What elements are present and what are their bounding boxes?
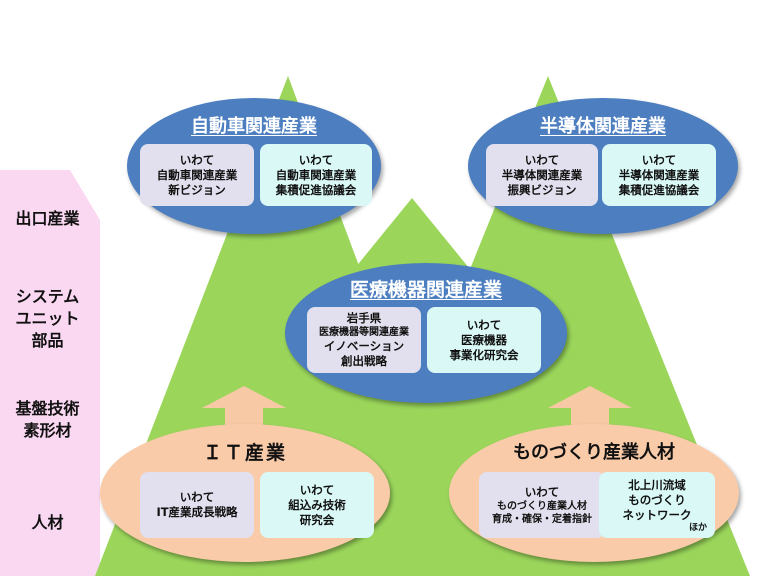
cluster-it-title: ＩＴ産業 [202,442,287,464]
cluster-medical-ellipse: 医療機器関連産業 岩手県 医療機器等関連産業 イノベーション 創出戦略 いわて … [285,263,567,403]
cluster-medical-strategy-box: 岩手県 医療機器等関連産業 イノベーション 創出戦略 [307,307,421,373]
cluster-medical-research-box: いわて 医療機器 事業化研究会 [427,307,541,373]
cluster-monozukuri-title: ものづくり産業人材 [513,442,675,463]
cluster-auto-council-box: いわて 自動車関連産業 集積促進協議会 [260,144,372,206]
cluster-monozukuri-network-box: 北上川流域 ものづくり ネットワーク ほか [599,472,715,538]
cluster-auto-title: 自動車関連産業 [191,116,317,137]
side-label-system-unit-parts: システム ユニット 部品 [15,287,80,350]
cluster-it-ellipse: ＩＴ産業 いわて IT産業成長戦略 いわて 組込み技術 研究会 [100,424,390,562]
cluster-auto-ellipse: 自動車関連産業 いわて 自動車関連産業 新ビジョン いわて 自動車関連産業 集積… [127,98,381,234]
cluster-auto-vision-box: いわて 自動車関連産業 新ビジョン [140,144,254,206]
cluster-it-embedded-box: いわて 組込み技術 研究会 [260,472,374,538]
side-label-base-technology: 基盤技術 素形材 [15,399,80,440]
cluster-monozukuri-guideline-box: いわて ものづくり産業人材 育成・確保・定着指針 [479,472,605,538]
cluster-monozukuri-ellipse: ものづくり産業人材 いわて ものづくり産業人材 育成・確保・定着指針 北上川流域… [449,424,739,562]
cluster-semi-vision-box: いわて 半導体関連産業 振興ビジョン [486,144,598,206]
cluster-it-strategy-box: いわて IT産業成長戦略 [140,472,254,538]
cluster-semi-council-box: いわて 半導体関連産業 集積促進協議会 [602,144,716,206]
side-label-human-resources: 人材 [31,513,64,532]
side-label-output: 出口産業 [15,209,80,228]
cluster-medical-title: 医療機器関連産業 [349,279,502,301]
cluster-semi-title: 半導体関連産業 [540,116,666,137]
side-band [0,170,100,576]
arrow-up-right [548,386,632,440]
arrow-up-left [202,386,286,440]
cluster-semi-ellipse: 半導体関連産業 いわて 半導体関連産業 振興ビジョン いわて 半導体関連産業 集… [468,98,738,234]
